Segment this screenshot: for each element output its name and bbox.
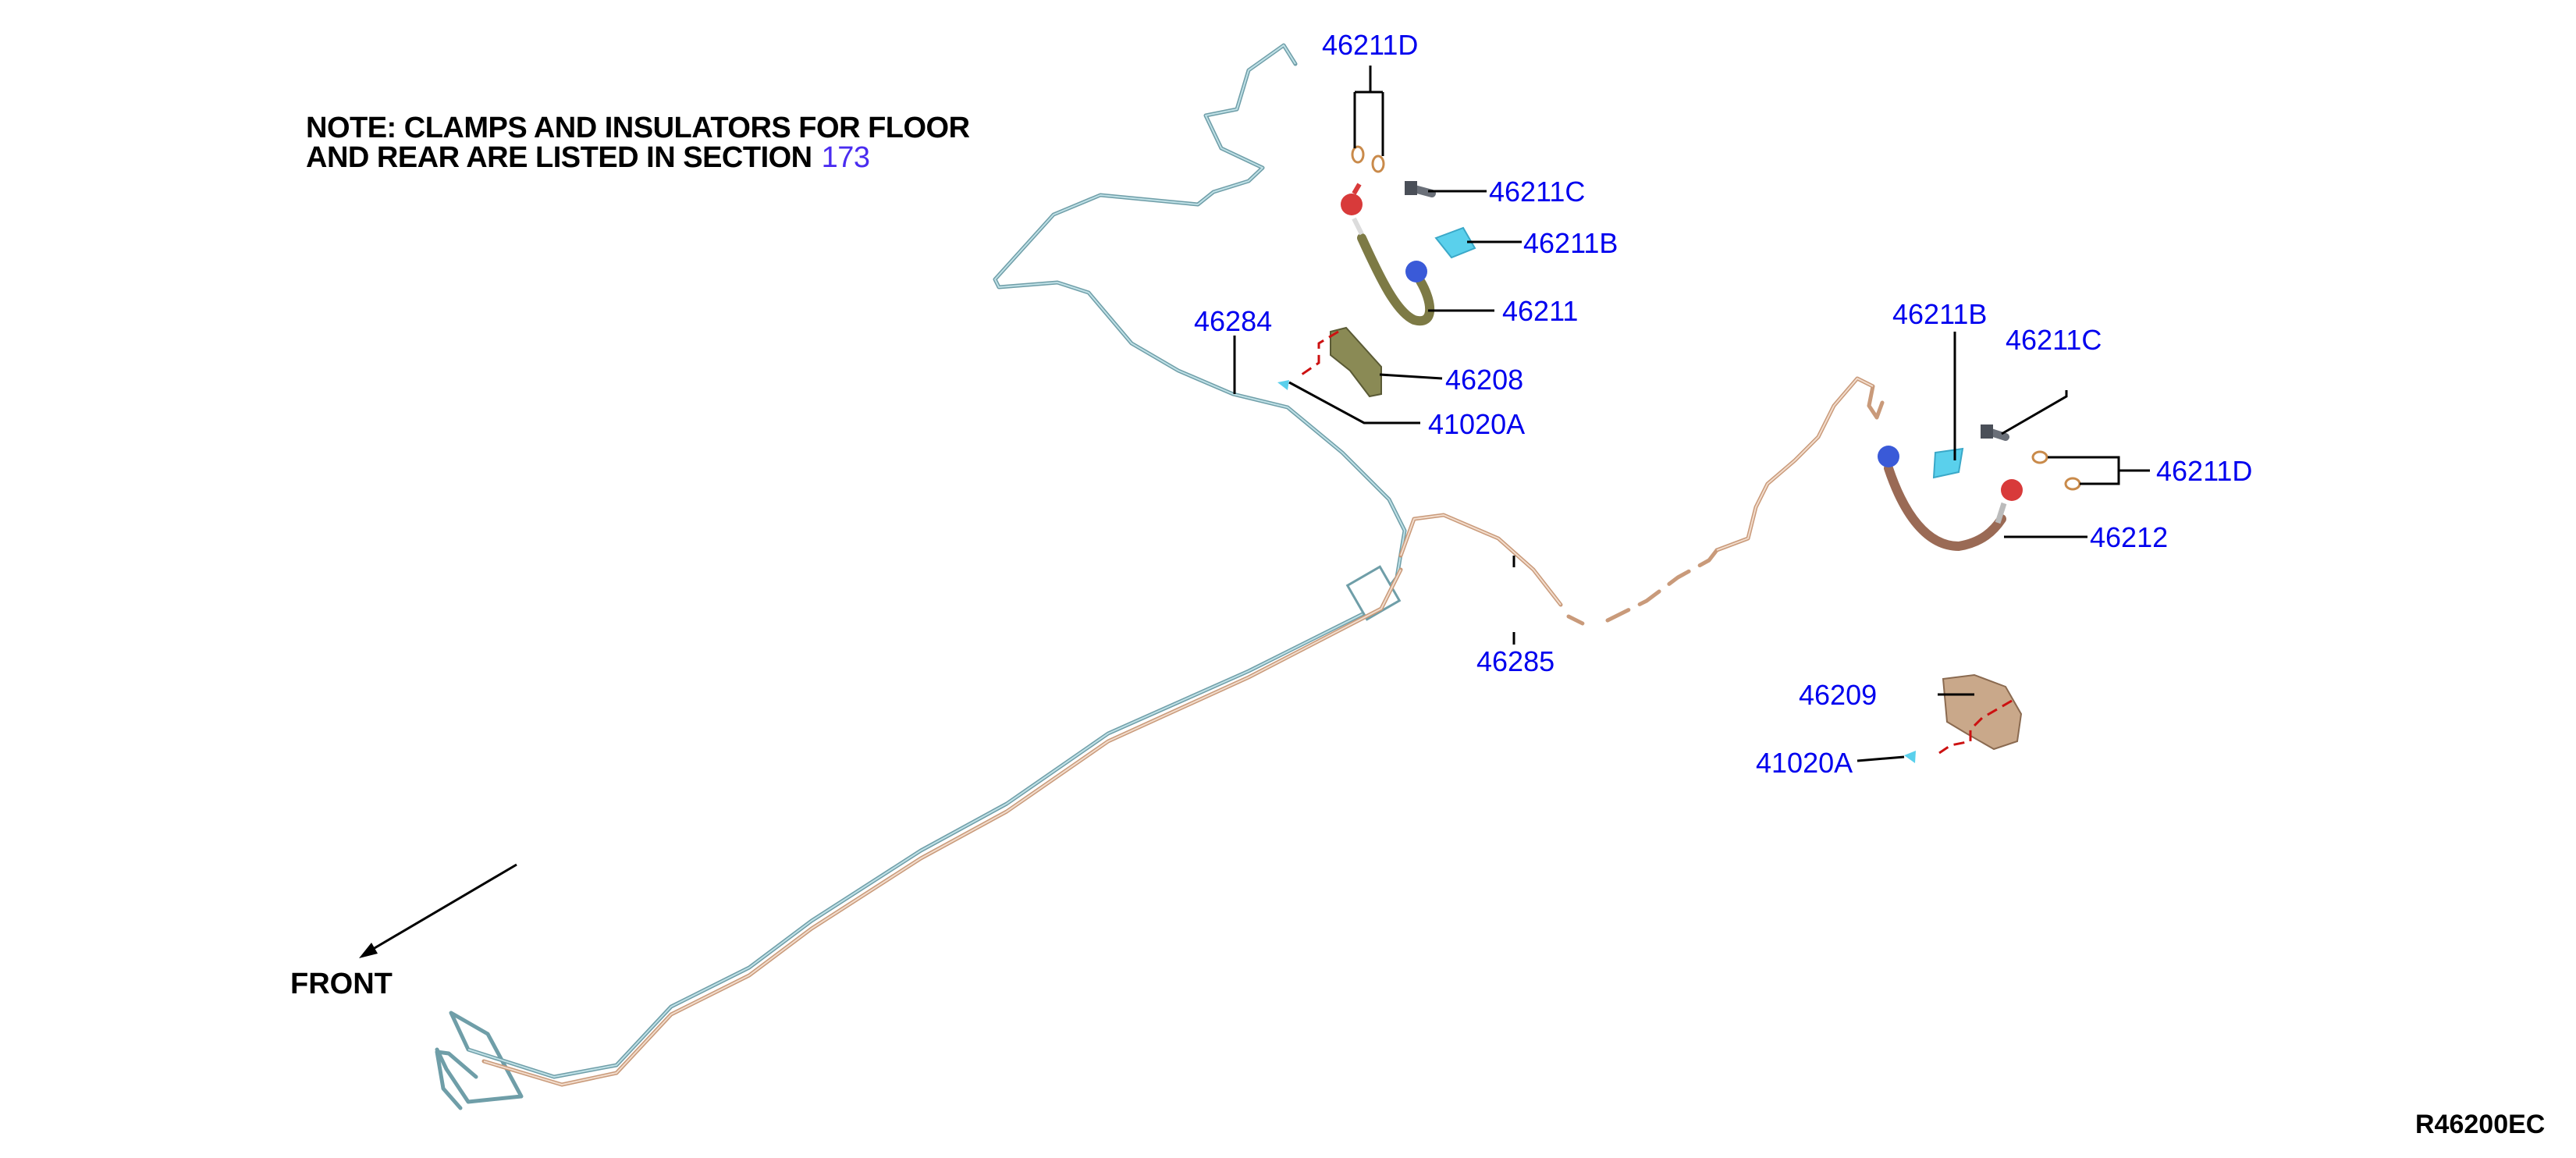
front-arrow-icon (359, 943, 378, 958)
part-46211D-top[interactable]: 46211D (1322, 29, 1418, 61)
bracket-bolt-guide (1938, 699, 2013, 755)
red-fitting-icon (2001, 479, 2023, 501)
red-fitting-stem (1352, 183, 1362, 195)
part-46211C-top[interactable]: 46211C (1489, 176, 1585, 208)
part-46212[interactable]: 46212 (2090, 521, 2168, 553)
copper-washer-icon (2031, 450, 2048, 464)
front-hose-assembly (1277, 145, 1476, 398)
part-41020A-bottom[interactable]: 41020A (1756, 747, 1853, 779)
part-46211B-top[interactable]: 46211B (1523, 227, 1618, 259)
part-46211C-right[interactable]: 46211C (2006, 324, 2102, 356)
rear-hose-assembly (1878, 424, 2081, 763)
part-46209[interactable]: 46209 (1799, 679, 1877, 711)
part-46284[interactable]: 46284 (1194, 305, 1272, 337)
pipe-junction (1345, 565, 1402, 621)
part-46285[interactable]: 46285 (1476, 645, 1554, 677)
small-bolt-icon (1904, 751, 1916, 763)
clip-icon (1434, 226, 1476, 259)
note-line-2-text: AND REAR ARE LISTED IN SECTION (306, 141, 812, 174)
part-41020A-top[interactable]: 41020A (1428, 408, 1525, 440)
leader-lines (1233, 66, 2150, 762)
front-arrow-shaft (364, 863, 517, 955)
note-line-2: AND REAR ARE LISTED IN SECTION 173 (306, 141, 870, 174)
front-brake-hose (1357, 233, 1435, 326)
hose-end-fitting (1995, 502, 2007, 524)
diagram-code: R46200EC (2415, 1110, 2545, 1139)
bolt-head-icon (1405, 181, 1417, 195)
part-46208[interactable]: 46208 (1445, 364, 1523, 396)
bracket-icon (1330, 326, 1382, 398)
front-direction-indicator: FRONT (290, 863, 517, 1000)
part-46211D-right[interactable]: 46211D (2156, 455, 2252, 487)
section-link[interactable]: 173 (822, 141, 870, 174)
red-fitting-icon (1341, 194, 1363, 215)
note-line-1: NOTE: CLAMPS AND INSULATORS FOR FLOOR (306, 112, 970, 144)
part-46211B-right[interactable]: 46211B (1892, 298, 1987, 330)
front-brake-tube (435, 43, 1407, 1110)
hose-end-fitting (1352, 217, 1364, 236)
blue-fitting-icon (1878, 446, 1899, 467)
bracket-icon (1942, 673, 2023, 751)
bolt-head-icon (1981, 424, 1993, 439)
note-block: NOTE: CLAMPS AND INSULATORS FOR FLOOR AN… (306, 112, 970, 174)
blue-fitting-icon (1405, 261, 1427, 282)
bracket-bolt-guide (1301, 330, 1339, 376)
small-bolt-icon (1277, 380, 1289, 390)
copper-washer-icon (1371, 155, 1385, 173)
front-label: FRONT (290, 968, 393, 1000)
rear-brake-tube (481, 376, 1885, 1087)
copper-washer-icon (2064, 477, 2081, 491)
part-labels: 46211D 46211C 46211B 46211 46284 46208 4… (1194, 29, 2252, 779)
part-46211[interactable]: 46211 (1502, 295, 1578, 327)
rear-brake-hose (1884, 464, 2006, 552)
clip-icon (1932, 447, 1964, 479)
copper-washer-icon (1351, 145, 1365, 164)
